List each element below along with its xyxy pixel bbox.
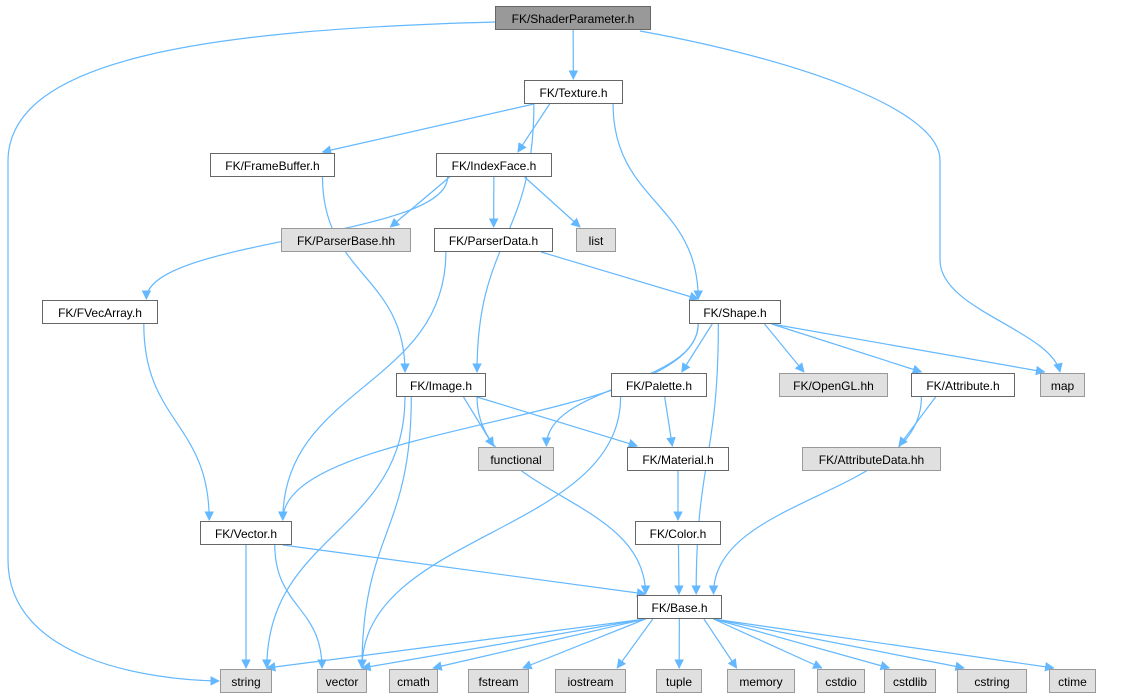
edge-base-to-vector bbox=[361, 618, 646, 672]
edge-base-to-cmath bbox=[432, 618, 646, 671]
node-cstdio[interactable]: cstdio bbox=[817, 669, 865, 693]
node-ctime[interactable]: ctime bbox=[1049, 669, 1096, 693]
node-framebuffer[interactable]: FK/FrameBuffer.h bbox=[210, 153, 335, 177]
edge-shape-to-vector_h bbox=[278, 323, 699, 521]
edge-palette-to-vector bbox=[357, 396, 622, 669]
edge-attribute-to-attributedata bbox=[898, 396, 937, 447]
edge-shaderparameter-to-map bbox=[639, 30, 1063, 373]
edge-base-to-string bbox=[265, 618, 646, 672]
edge-base-to-ctime bbox=[713, 618, 1055, 672]
edge-attribute-to-base bbox=[708, 396, 922, 595]
edge-vector_h-to-base bbox=[282, 544, 647, 598]
edge-image-to-material bbox=[476, 396, 639, 449]
node-iostream[interactable]: iostream bbox=[555, 669, 626, 693]
edge-base-to-iostream bbox=[616, 618, 654, 669]
node-image[interactable]: FK/Image.h bbox=[396, 373, 486, 397]
edge-color-to-base bbox=[674, 544, 684, 595]
node-list[interactable]: list bbox=[576, 228, 616, 252]
node-texture[interactable]: FK/Texture.h bbox=[524, 80, 623, 104]
node-string[interactable]: string bbox=[220, 669, 272, 693]
edge-base-to-cstdlib bbox=[713, 618, 891, 671]
node-parserdata[interactable]: FK/ParserData.h bbox=[434, 228, 553, 252]
node-vector[interactable]: vector bbox=[317, 669, 367, 693]
node-cmath[interactable]: cmath bbox=[389, 669, 438, 693]
edge-indexface-to-parserbase bbox=[389, 176, 450, 228]
node-shape[interactable]: FK/Shape.h bbox=[689, 300, 781, 324]
edge-base-to-memory bbox=[703, 618, 738, 669]
edge-image-to-base bbox=[476, 396, 651, 595]
edge-base-to-cstring bbox=[713, 618, 965, 672]
edge-vector_h-to-vector bbox=[274, 544, 327, 669]
edge-indexface-to-list bbox=[524, 176, 581, 228]
node-fstream[interactable]: fstream bbox=[468, 669, 529, 693]
node-color[interactable]: FK/Color.h bbox=[635, 521, 721, 545]
edge-palette-to-material bbox=[664, 396, 676, 447]
edge-shape-to-palette bbox=[681, 323, 713, 373]
edge-image-to-string bbox=[262, 396, 406, 669]
edge-shape-to-opengl bbox=[764, 323, 805, 373]
edge-shape-to-attribute bbox=[771, 323, 923, 374]
node-functional[interactable]: functional bbox=[478, 447, 554, 471]
edge-base-to-cstdio bbox=[713, 618, 823, 669]
edge-shape-to-map bbox=[771, 323, 1046, 376]
node-vector-h[interactable]: FK/Vector.h bbox=[200, 521, 292, 545]
node-parserbase[interactable]: FK/ParserBase.hh bbox=[281, 228, 411, 252]
node-fvecarray[interactable]: FK/FVecArray.h bbox=[42, 300, 158, 324]
node-attributedata[interactable]: FK/AttributeData.hh bbox=[802, 447, 941, 471]
edge-fvecarray-to-vector_h bbox=[143, 323, 214, 521]
edge-parserdata-to-shape bbox=[540, 251, 700, 302]
node-base[interactable]: FK/Base.h bbox=[637, 595, 722, 619]
node-memory[interactable]: memory bbox=[727, 669, 795, 693]
node-cstring[interactable]: cstring bbox=[957, 669, 1027, 693]
edge-texture-to-shape bbox=[612, 103, 703, 300]
node-palette[interactable]: FK/Palette.h bbox=[611, 373, 707, 397]
node-cstdlib[interactable]: cstdlib bbox=[884, 669, 936, 693]
node-opengl[interactable]: FK/OpenGL.hh bbox=[779, 373, 888, 397]
node-material[interactable]: FK/Material.h bbox=[627, 447, 729, 471]
edge-framebuffer-to-image bbox=[321, 176, 410, 373]
node-tuple[interactable]: tuple bbox=[656, 669, 702, 693]
node-indexface[interactable]: FK/IndexFace.h bbox=[436, 153, 552, 177]
edge-image-to-vector bbox=[357, 396, 412, 669]
node-shaderparameter[interactable]: FK/ShaderParameter.h bbox=[495, 6, 651, 30]
edge-texture-to-framebuffer bbox=[321, 103, 535, 155]
node-attribute[interactable]: FK/Attribute.h bbox=[911, 373, 1015, 397]
node-map[interactable]: map bbox=[1040, 373, 1085, 397]
edge-parserdata-to-vector_h bbox=[278, 251, 447, 521]
edge-shaderparameter-to-string bbox=[7, 21, 496, 686]
edge-base-to-fstream bbox=[522, 618, 646, 670]
